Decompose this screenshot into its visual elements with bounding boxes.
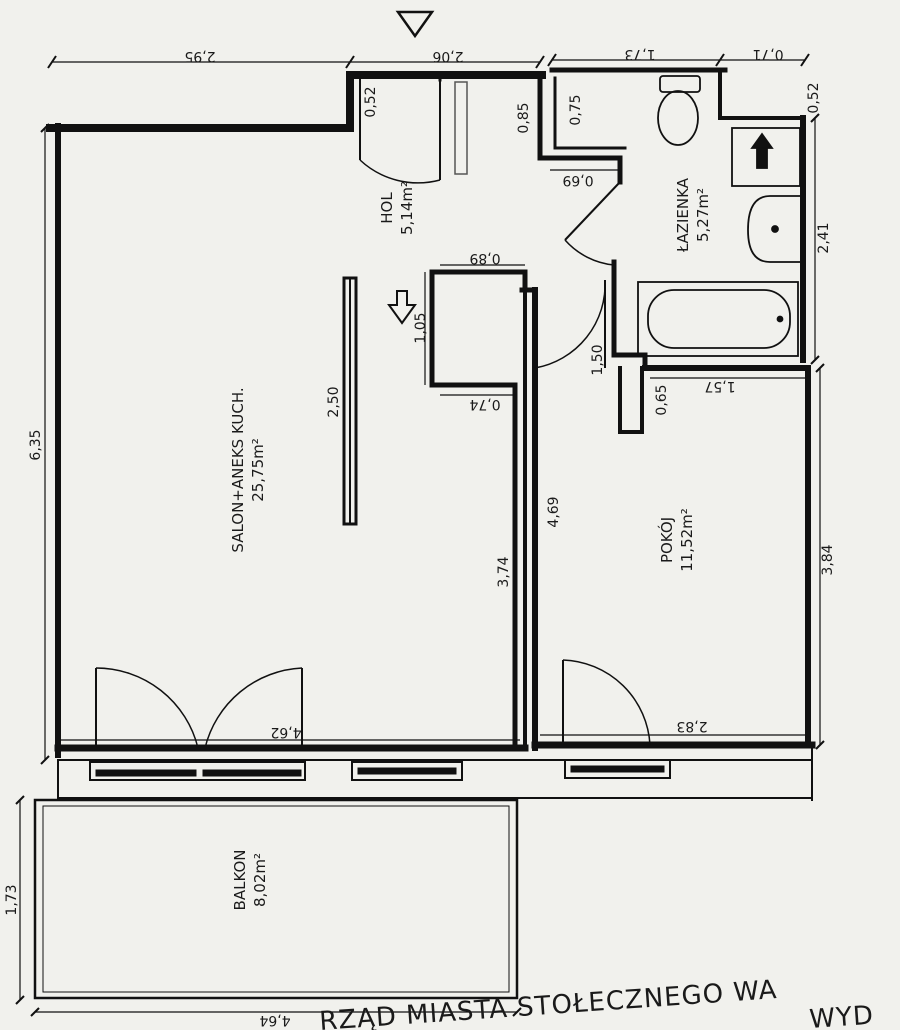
- dim-closet-width: 0,89: [469, 250, 500, 266]
- room-label-balkon: BALKON 8,02m²: [231, 850, 269, 911]
- dim-entry-wall: 0,85: [516, 102, 532, 133]
- stamp-text-2: WYD: [808, 1001, 875, 1030]
- dim-pokoj-bottom: 2,83: [676, 718, 707, 734]
- dim-top-left: 2,95: [184, 48, 215, 64]
- dim-left-height: 6,35: [28, 429, 44, 460]
- dim-top-bath: 1,73: [624, 46, 655, 62]
- dim-balkon-height: 1,73: [4, 884, 20, 915]
- dim-top-hol: 2,06: [432, 48, 463, 64]
- salon-wardrobe: [342, 276, 358, 526]
- dim-balkon-width: 4,64: [259, 1012, 290, 1028]
- dim-pokoj-top: 1,57: [704, 378, 735, 394]
- dim-salon-right-wall: 3,74: [496, 556, 512, 587]
- dim-bath-wall-width: 0,69: [562, 172, 593, 188]
- balkon-area: 8,02m²: [251, 853, 269, 907]
- sink-icon: [747, 195, 800, 263]
- lazienka-area: 5,27m²: [694, 188, 712, 242]
- bathtub-icon: [637, 281, 799, 357]
- dim-closet-bottom: 0,74: [469, 396, 500, 412]
- dimension-ticks: [15, 53, 825, 1017]
- dim-salon-bottom: 4,62: [270, 724, 301, 740]
- shower-cabinet: [731, 127, 801, 187]
- windows: [89, 759, 671, 781]
- balcony-outline: [33, 798, 519, 1000]
- dim-bath-wall-top: 0,75: [568, 94, 584, 125]
- entry-triangle-marker: [395, 10, 435, 39]
- dim-top-right: 0,71: [752, 46, 783, 62]
- dim-bath-right-top: 0,52: [806, 82, 822, 113]
- salon-name: SALON+ANEKS KUCH.: [229, 387, 247, 552]
- dim-pokoj-right: 3,84: [820, 544, 836, 575]
- room-label-hol: HOL 5,14m²: [378, 181, 416, 235]
- salon-area: 25,75m²: [249, 438, 267, 502]
- doors: [95, 75, 651, 749]
- dim-pokoj-stub: 0,65: [654, 384, 670, 415]
- hol-name: HOL: [378, 192, 396, 224]
- dim-bath-door: 1,50: [590, 344, 606, 375]
- room-label-pokoj: POKÓJ 11,52m²: [657, 508, 696, 572]
- pokoj-name: POKÓJ: [657, 517, 676, 563]
- balkon-name: BALKON: [231, 850, 249, 911]
- dim-hol-niche: 0,52: [363, 86, 379, 117]
- toilet-icon: [657, 75, 701, 146]
- room-label-lazienka: ŁAZIENKA 5,27m²: [674, 177, 712, 253]
- dimension-labels: 2,95 2,06 1,73 0,71 6,35 0,52 0,85 0,75 …: [4, 46, 836, 1028]
- lazienka-name: ŁAZIENKA: [674, 177, 692, 253]
- hol-coat-rack: [454, 81, 468, 175]
- dim-bath-right: 2,41: [816, 222, 832, 253]
- closet-arrow-icon: [387, 290, 417, 325]
- room-label-salon: SALON+ANEKS KUCH. 25,75m²: [229, 387, 267, 552]
- pokoj-area: 11,52m²: [678, 508, 696, 572]
- dim-closet-height: 1,05: [413, 312, 429, 343]
- dim-salon-wardrobe: 2,50: [326, 386, 342, 417]
- dim-pokoj-left-wall: 4,69: [546, 496, 562, 527]
- dimension-lines: [19, 59, 821, 1013]
- hol-area: 5,14m²: [398, 181, 416, 235]
